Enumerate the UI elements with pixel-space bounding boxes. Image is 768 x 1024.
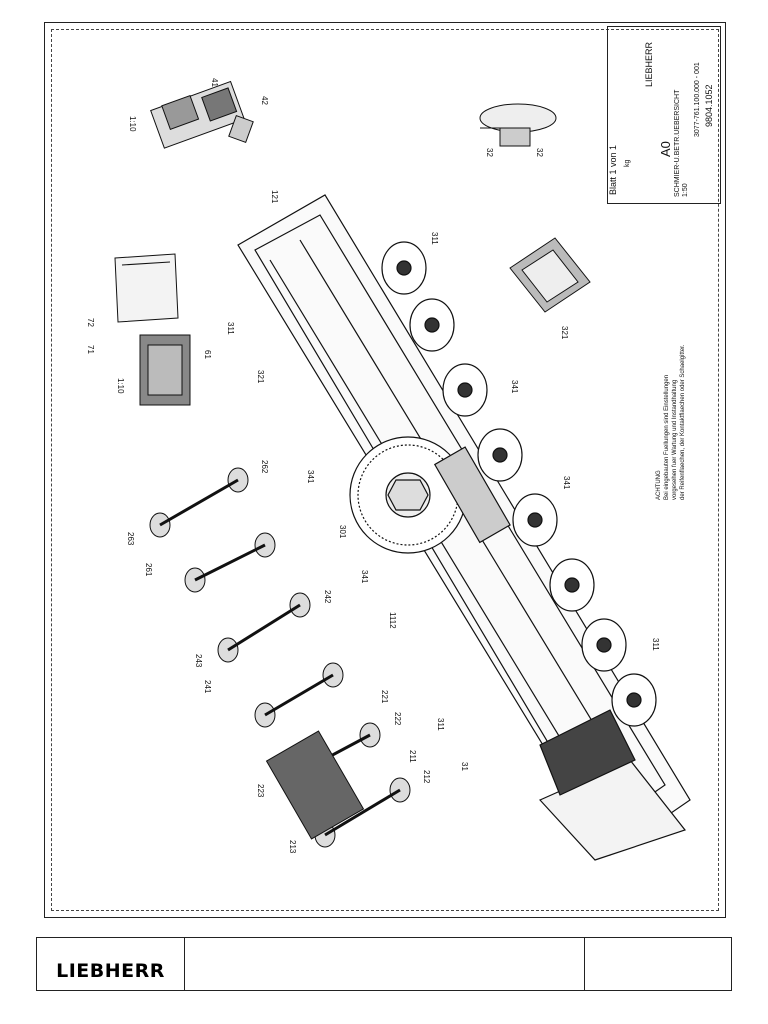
svg-text:262: 262 (260, 460, 269, 474)
svg-text:341: 341 (562, 476, 571, 490)
svg-text:71: 71 (86, 345, 95, 354)
drawing-inner-border (51, 29, 719, 911)
slewing-ring (349, 436, 511, 554)
chassis-wheels (381, 241, 657, 727)
svg-text:321: 321 (256, 370, 265, 384)
driver-cab (538, 709, 686, 861)
svg-text:32: 32 (535, 148, 544, 157)
svg-text:341: 341 (306, 470, 315, 484)
footer-middle-cell (185, 938, 585, 990)
footer-title-strip: LIEBHERR (36, 937, 732, 991)
footer-logo-cell: LIEBHERR (37, 938, 185, 990)
svg-text:42: 42 (260, 96, 269, 105)
detail-plate (114, 253, 179, 323)
svg-text:221: 221 (380, 690, 389, 704)
svg-text:222: 222 (393, 712, 402, 726)
svg-text:311: 311 (430, 232, 439, 245)
drawing-scale: 1:50 (682, 183, 689, 197)
svg-text:211: 211 (408, 750, 417, 763)
note-line-3: vorgesehen fuer Wartung und Instandhaltu… (672, 379, 678, 500)
svg-text:31: 31 (460, 762, 469, 771)
svg-text:242: 242 (323, 590, 332, 604)
svg-text:311: 311 (436, 718, 445, 731)
drawing-sheet-border (44, 22, 726, 918)
svg-text:301: 301 (338, 525, 347, 539)
title-block: Blatt 1 von 1 A0 kg 9804.1052 3077-761.1… (607, 26, 721, 204)
svg-text:1:10: 1:10 (128, 116, 137, 132)
liebherr-logo: LIEBHERR (56, 960, 165, 982)
detail-unit-61 (139, 334, 191, 406)
svg-text:213: 213 (288, 840, 297, 854)
scale-labels: 1:10 1:10 (116, 116, 137, 394)
note-line-4: der Reifenflaechen, der Kontaktflaechen … (680, 344, 686, 500)
svg-text:41: 41 (210, 78, 219, 87)
axle-group (149, 467, 411, 848)
detail-square-unit (509, 237, 591, 313)
note-line-2: Bei eingebauten Fuellungen sind Einstell… (664, 374, 670, 500)
svg-text:241: 241 (203, 680, 212, 694)
svg-text:121: 121 (270, 190, 279, 204)
svg-text:311: 311 (651, 638, 660, 651)
svg-text:341: 341 (510, 380, 519, 394)
unit-label: kg (624, 159, 631, 167)
drawing-title: SCHMIER-U.BETR.UEBERSICHT (674, 89, 681, 197)
technical-drawing: 41 42 32 32 121 311 72 71 61 311 321 321… (86, 78, 691, 861)
svg-text:223: 223 (256, 784, 265, 798)
note-line-1: ACHTUNG (656, 470, 662, 500)
drawing-number: 9804.1052 (704, 84, 714, 127)
part-number: 3077-761.100.000 - 001 (694, 62, 701, 137)
svg-text:311: 311 (226, 322, 235, 335)
format-label: A0 (658, 141, 673, 157)
svg-text:1:10: 1:10 (116, 378, 125, 394)
svg-text:321: 321 (560, 326, 569, 340)
svg-text:263: 263 (126, 532, 135, 546)
svg-text:243: 243 (194, 654, 203, 668)
callout-labels: 41 42 32 32 121 311 72 71 61 311 321 321… (86, 78, 660, 854)
title-block-brand: LIEBHERR (644, 41, 654, 87)
svg-text:61: 61 (203, 350, 212, 359)
sheet-label: Blatt 1 von 1 (608, 144, 618, 195)
svg-text:212: 212 (422, 770, 431, 784)
detail-drum (479, 103, 557, 147)
svg-text:261: 261 (144, 563, 153, 577)
detail-gearbox-top (150, 80, 254, 149)
svg-text:32: 32 (485, 148, 494, 157)
footer-right-cell (585, 938, 731, 990)
svg-text:341: 341 (360, 570, 369, 584)
svg-text:72: 72 (86, 318, 95, 327)
svg-text:1112: 1112 (388, 612, 397, 629)
